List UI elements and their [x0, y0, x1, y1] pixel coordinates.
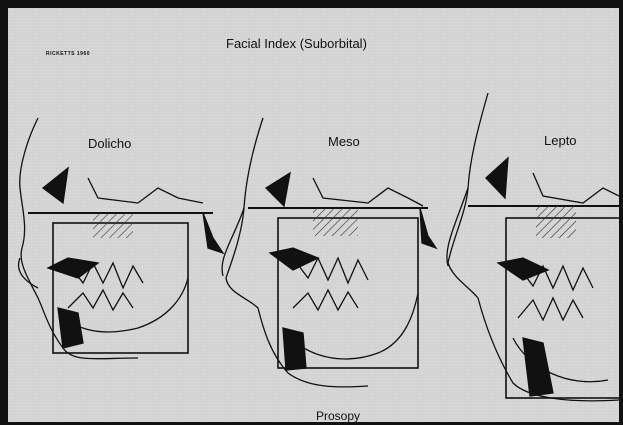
panel-label-lepto: Lepto: [544, 133, 577, 148]
panel-label-meso: Meso: [328, 134, 360, 149]
dolicho-maxilla-hatch: [93, 213, 133, 238]
panel-label-dolicho: Dolicho: [88, 136, 131, 151]
figure-title: Facial Index (Suborbital): [226, 36, 367, 51]
lepto-maxilla-hatch: [536, 206, 576, 238]
meso-chin-dark: [283, 328, 306, 370]
skull-illustrations: [8, 8, 619, 422]
figure-footer: Prosopy: [316, 409, 360, 422]
meso-maxilla-hatch: [313, 208, 358, 236]
figure-credit: RICKETTS 1960: [46, 51, 90, 57]
figure-panel: RICKETTS 1960 Facial Index (Suborbital) …: [8, 8, 619, 422]
